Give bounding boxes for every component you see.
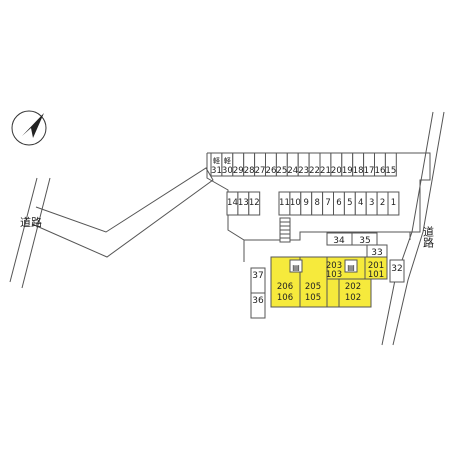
parking-row-34-35: 34 35 <box>326 232 378 246</box>
parking-slot-36: 36 <box>252 296 264 306</box>
unit-205: 205 <box>305 282 321 292</box>
parking-column-left: 37 36 <box>250 267 266 319</box>
road-network <box>9 111 445 346</box>
parking-slot-3: 3 <box>369 198 374 208</box>
parking-slot-30: 30 <box>222 166 233 176</box>
unit-101: 101 <box>368 270 384 280</box>
parking-slot-28: 28 <box>244 166 255 176</box>
parking-slot-7: 7 <box>325 198 330 208</box>
road-label-right: 道路 <box>422 225 435 249</box>
parking-slot-32-box: 32 <box>389 259 405 283</box>
parking-slot-9: 9 <box>304 198 309 208</box>
parking-slot-4: 4 <box>358 198 363 208</box>
parking-slot-19: 19 <box>342 166 353 176</box>
parking-slot-15: 15 <box>385 166 396 176</box>
parking-slot-27: 27 <box>255 166 266 176</box>
stairs-icon <box>279 217 291 243</box>
unit-103: 103 <box>326 270 342 280</box>
unit-203: 203 <box>326 261 342 271</box>
kei-car-mark: 軽 <box>213 156 220 165</box>
parking-slot-5: 5 <box>347 198 352 208</box>
parking-slot-10: 10 <box>290 198 301 208</box>
parking-slot-29: 29 <box>233 166 244 176</box>
unit-206: 206 <box>277 282 293 292</box>
parking-slot-1: 1 <box>391 198 396 208</box>
parking-slot-2: 2 <box>380 198 385 208</box>
parking-slot-20: 20 <box>331 166 342 176</box>
apartment-building: ▤ ▤ <box>270 256 388 308</box>
road-label-left: 道路 <box>20 215 42 229</box>
unit-105: 105 <box>305 293 321 303</box>
kei-car-mark: 軽 <box>224 156 231 165</box>
parking-slot-13: 13 <box>238 198 249 208</box>
parking-slot-14: 14 <box>227 198 238 208</box>
parking-slot-11: 11 <box>279 198 290 208</box>
parking-slot-33: 33 <box>371 248 382 258</box>
stair-marker-icon: ▤ <box>347 263 355 272</box>
parking-slot-24: 24 <box>287 166 298 176</box>
parking-slot-33-box: 33 <box>366 244 388 258</box>
parking-slot-6: 6 <box>336 198 341 208</box>
parking-slot-34: 34 <box>333 236 345 246</box>
parking-slot-23: 23 <box>298 166 309 176</box>
parking-slot-21: 21 <box>320 166 331 176</box>
parking-slot-35: 35 <box>359 236 370 246</box>
parking-slot-37: 37 <box>252 271 263 281</box>
parking-slot-12: 12 <box>249 198 260 208</box>
parking-slot-16: 16 <box>375 166 386 176</box>
unit-201: 201 <box>368 261 384 271</box>
parking-slot-25: 25 <box>276 166 287 176</box>
parking-slot-32: 32 <box>391 264 402 274</box>
parking-slot-31: 31 <box>211 166 222 176</box>
stair-marker-icon: ▤ <box>292 263 300 272</box>
parking-slot-26: 26 <box>266 166 277 176</box>
parking-slot-8: 8 <box>314 198 319 208</box>
north-arrow-icon <box>11 110 47 146</box>
unit-102: 102 <box>345 293 361 303</box>
unit-106: 106 <box>277 293 293 303</box>
unit-202: 202 <box>345 282 361 292</box>
parking-slot-22: 22 <box>309 166 320 176</box>
parking-slot-17: 17 <box>364 166 375 176</box>
parking-slot-18: 18 <box>353 166 364 176</box>
